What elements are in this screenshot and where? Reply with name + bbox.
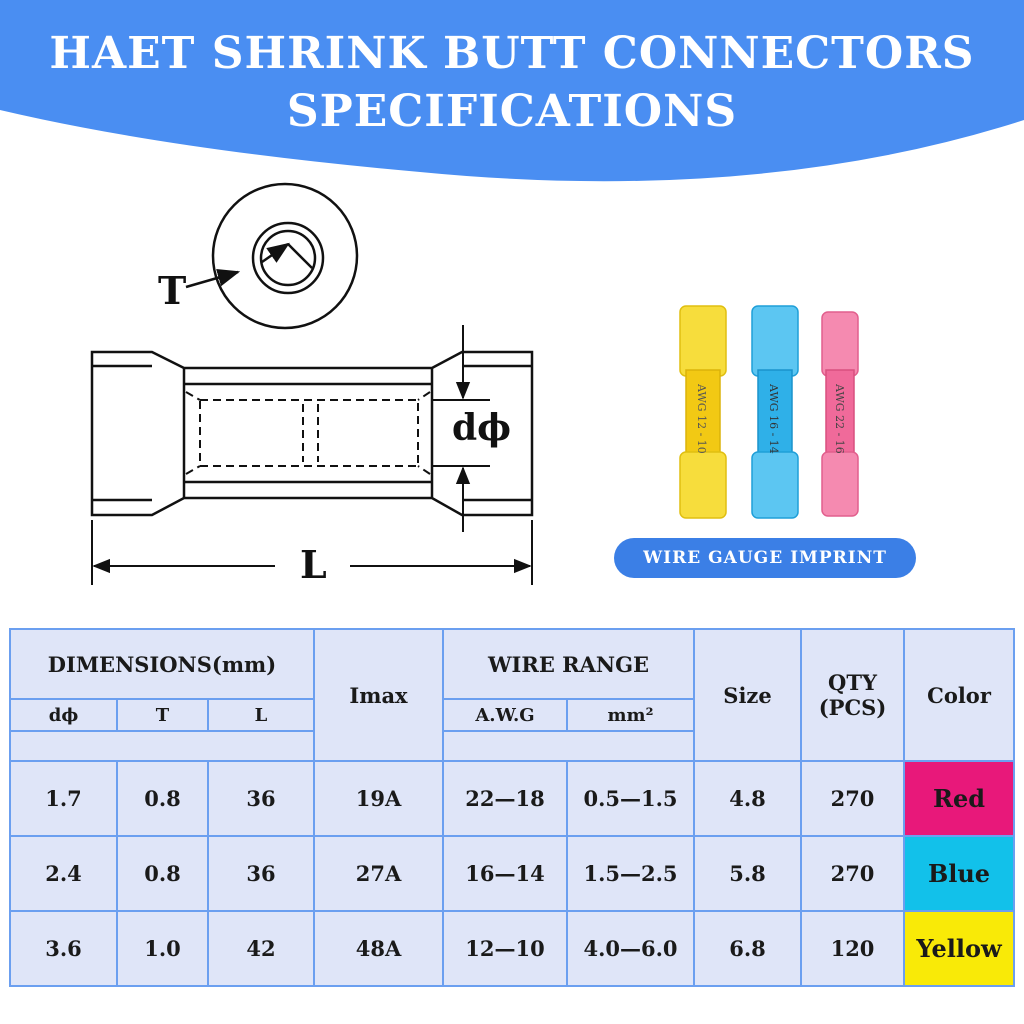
header-t: T xyxy=(116,698,209,732)
row1-d: 1.7 xyxy=(9,760,118,837)
inner-barrel xyxy=(185,391,431,475)
connector-yellow: AWG 12 - 10 xyxy=(679,305,727,519)
spacer-cell xyxy=(9,730,315,762)
color-swatch-yellow: Yellow xyxy=(903,910,1015,987)
row3-imax: 48A xyxy=(313,910,444,987)
diameter-dimension xyxy=(432,325,490,532)
header-l: L xyxy=(207,698,315,732)
specifications-table: DIMENSIONS(mm) Imax WIRE RANGE Size QTY … xyxy=(9,628,1015,987)
header-qty: QTY (PCS) xyxy=(800,628,905,762)
connector-samples: AWG 12 - 10 AWG 16 - 14 AWG 22 - 16 xyxy=(679,305,859,519)
length-label: L xyxy=(300,542,327,587)
row1-imax: 19A xyxy=(313,760,444,837)
row1-size: 4.8 xyxy=(693,760,802,837)
table-row: 3.6 1.0 42 48A 12—10 4.0—6.0 6.8 120 Yel… xyxy=(9,910,1015,987)
connector-red: AWG 22 - 16 xyxy=(821,311,859,517)
row3-mm2: 4.0—6.0 xyxy=(566,910,695,987)
row1-mm2: 0.5—1.5 xyxy=(566,760,695,837)
color-swatch-red: Red xyxy=(903,760,1015,837)
page-title-line2: SPECIFICATIONS xyxy=(286,86,738,137)
row2-size: 5.8 xyxy=(693,835,802,912)
row2-d: 2.4 xyxy=(9,835,118,912)
row1-awg: 22—18 xyxy=(442,760,568,837)
wire-gauge-imprint-badge: WIRE GAUGE IMPRINT xyxy=(614,538,916,578)
row3-t: 1.0 xyxy=(116,910,209,987)
spacer-cell xyxy=(442,730,695,762)
header-mm2: mm² xyxy=(566,698,695,732)
gauge-imprint-blue: AWG 16 - 14 xyxy=(767,383,780,454)
row2-t: 0.8 xyxy=(116,835,209,912)
row3-l: 42 xyxy=(207,910,315,987)
header-size: Size xyxy=(693,628,802,762)
row3-awg: 12—10 xyxy=(442,910,568,987)
header-wire-range: WIRE RANGE xyxy=(442,628,695,700)
row1-l: 36 xyxy=(207,760,315,837)
end-view xyxy=(185,182,359,330)
row2-l: 36 xyxy=(207,835,315,912)
length-dimension xyxy=(91,520,533,585)
thickness-label: T xyxy=(158,268,187,313)
side-view xyxy=(90,350,534,517)
row2-awg: 16—14 xyxy=(442,835,568,912)
header-dimensions: DIMENSIONS(mm) xyxy=(9,628,315,700)
connector-blue: AWG 16 - 14 xyxy=(751,305,799,519)
connector-dimension-diagram xyxy=(90,182,534,585)
header-awg: A.W.G xyxy=(442,698,568,732)
row1-qty: 270 xyxy=(800,760,905,837)
row3-qty: 120 xyxy=(800,910,905,987)
color-swatch-blue: Blue xyxy=(903,835,1015,912)
table-row: 2.4 0.8 36 27A 16—14 1.5—2.5 5.8 270 Blu… xyxy=(9,835,1015,912)
header-banner xyxy=(0,0,1024,182)
header-color: Color xyxy=(903,628,1015,762)
row2-qty: 270 xyxy=(800,835,905,912)
header-d: dϕ xyxy=(9,698,118,732)
table-row: 1.7 0.8 36 19A 22—18 0.5—1.5 4.8 270 Red xyxy=(9,760,1015,837)
gauge-imprint-yellow: AWG 12 - 10 xyxy=(695,383,708,454)
page-title-line1: HAET SHRINK BUTT CONNECTORS xyxy=(49,28,975,79)
row1-t: 0.8 xyxy=(116,760,209,837)
row3-size: 6.8 xyxy=(693,910,802,987)
header-imax: Imax xyxy=(313,628,444,762)
row2-mm2: 1.5—2.5 xyxy=(566,835,695,912)
diameter-label: dϕ xyxy=(452,407,512,449)
row3-d: 3.6 xyxy=(9,910,118,987)
row2-imax: 27A xyxy=(313,835,444,912)
gauge-imprint-red: AWG 22 - 16 xyxy=(833,383,846,454)
